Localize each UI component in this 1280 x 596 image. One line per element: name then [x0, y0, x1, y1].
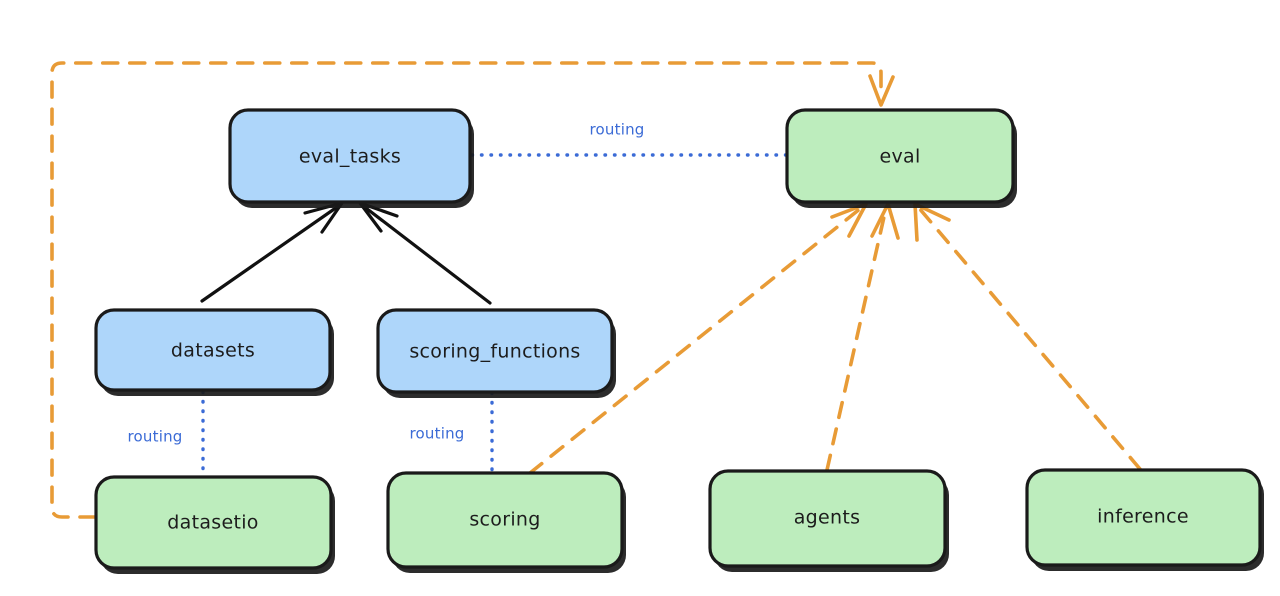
node-eval-label: eval	[879, 146, 920, 168]
edge-scoring_functions-to-eval_tasks-line	[360, 203, 492, 305]
edge-agents-to-eval-line	[825, 206, 888, 472]
node-eval-tasks-body[interactable]	[228, 108, 472, 204]
edge-agents-to-eval	[825, 202, 900, 472]
node-agents-label: agents	[794, 507, 861, 529]
node-datasets[interactable]: datasets	[94, 308, 334, 396]
edge-datasetio-to-eval-arrowhead	[868, 74, 895, 107]
edge-inference-to-eval	[913, 202, 1142, 471]
edge-scoring-to-eval-arrowhead	[830, 202, 868, 238]
edge-label-routing-eval: routing	[590, 121, 645, 139]
node-datasetio-label: datasetio	[167, 512, 258, 534]
node-inference-body[interactable]	[1025, 468, 1262, 567]
node-datasetio-body[interactable]	[94, 475, 333, 570]
node-inference-label: inference	[1097, 506, 1189, 528]
edge-datasets-to-datasetio: routing	[128, 390, 205, 479]
edge-datasets-to-eval_tasks	[200, 201, 344, 303]
node-eval-tasks-label: eval_tasks	[299, 146, 401, 168]
edge-scoring_functions-to-scoring: routing	[410, 391, 494, 475]
edge-datasetio-to-eval	[50, 61, 895, 519]
node-scoring-functions-body[interactable]	[376, 308, 614, 394]
node-scoring-functions[interactable]: scoring_functions	[376, 308, 616, 398]
node-scoring-label: scoring	[469, 509, 540, 531]
node-layer: eval_tasks eval datasets scoring_functio…	[94, 108, 1264, 574]
node-eval-body[interactable]	[785, 108, 1015, 204]
edge-datasets-to-eval_tasks-line	[200, 203, 342, 303]
node-scoring-functions-label: scoring_functions	[409, 341, 580, 363]
node-scoring-body[interactable]	[386, 471, 624, 569]
node-datasetio[interactable]: datasetio	[94, 475, 335, 574]
edge-inference-to-eval-line	[917, 206, 1142, 471]
node-scoring[interactable]: scoring	[386, 471, 626, 573]
edge-eval_tasks-to-eval: routing	[470, 121, 788, 157]
edge-label-routing-scoring: routing	[410, 425, 465, 443]
edge-scoring_functions-to-eval_tasks	[358, 201, 492, 305]
node-datasets-label: datasets	[171, 340, 255, 362]
edge-agents-to-eval-arrowhead	[870, 202, 900, 240]
edge-scoring-to-eval-line	[528, 206, 863, 475]
node-agents[interactable]: agents	[708, 469, 949, 572]
node-inference[interactable]: inference	[1025, 468, 1264, 571]
node-agents-body[interactable]	[708, 469, 947, 568]
node-datasets-body[interactable]	[94, 308, 332, 392]
node-eval[interactable]: eval	[785, 108, 1017, 208]
edge-datasetio-to-eval-line	[50, 61, 883, 519]
node-eval-tasks[interactable]: eval_tasks	[228, 108, 474, 208]
edge-label-routing-datasetio: routing	[128, 428, 183, 446]
